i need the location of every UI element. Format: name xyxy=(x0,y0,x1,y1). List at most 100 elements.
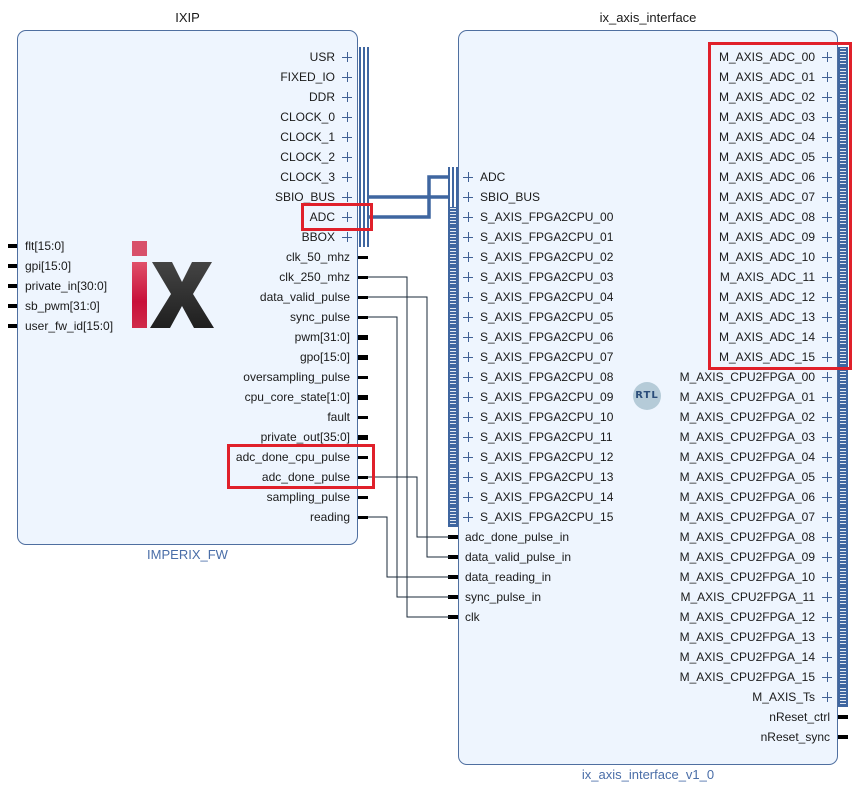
axis-pin-m-axis-cpu2fpga-15[interactable]: M_AXIS_CPU2FPGA_15 xyxy=(679,670,815,684)
axis-pin-s-axis-fpga2cpu-13[interactable]: S_AXIS_FPGA2CPU_13 xyxy=(480,470,614,484)
plus-icon[interactable] xyxy=(822,72,832,82)
axis-pin-s-axis-fpga2cpu-02[interactable]: S_AXIS_FPGA2CPU_02 xyxy=(480,250,614,264)
axis-pin-m-axis-adc-11[interactable]: M_AXIS_ADC_11 xyxy=(719,270,815,284)
ixip-pin-gpi-15-0[interactable]: gpi[15:0] xyxy=(25,259,72,273)
pin-stub[interactable] xyxy=(358,416,368,419)
bus-connector-icon[interactable] xyxy=(838,507,848,527)
axis-pin-m-axis-cpu2fpga-02[interactable]: M_AXIS_CPU2FPGA_02 xyxy=(679,410,815,424)
ixip-pin-sbio-bus[interactable]: SBIO_BUS xyxy=(274,190,335,204)
ixip-pin-flt-15-0[interactable]: flt[15:0] xyxy=(25,239,65,253)
bus-connector-icon[interactable] xyxy=(448,387,458,407)
pin-stub[interactable] xyxy=(358,516,368,519)
plus-icon[interactable] xyxy=(822,192,832,202)
axis-pin-m-axis-cpu2fpga-09[interactable]: M_AXIS_CPU2FPGA_09 xyxy=(679,550,815,564)
bus-connector-icon[interactable] xyxy=(838,307,848,327)
axis-pin-m-axis-cpu2fpga-05[interactable]: M_AXIS_CPU2FPGA_05 xyxy=(679,470,815,484)
ixip-pin-data-valid-pulse[interactable]: data_valid_pulse xyxy=(259,290,350,304)
plus-icon[interactable] xyxy=(463,352,473,362)
pin-stub[interactable] xyxy=(448,575,458,579)
pin-stub[interactable] xyxy=(358,355,368,360)
ixip-pin-clk-50-mhz[interactable]: clk_50_mhz xyxy=(285,250,350,264)
bus-connector-icon[interactable] xyxy=(359,67,369,87)
axis-pin-s-axis-fpga2cpu-14[interactable]: S_AXIS_FPGA2CPU_14 xyxy=(480,490,614,504)
plus-icon[interactable] xyxy=(463,492,473,502)
bus-connector-icon[interactable] xyxy=(359,87,369,107)
pin-stub[interactable] xyxy=(838,735,848,739)
plus-icon[interactable] xyxy=(342,72,352,82)
ixip-pin-ddr[interactable]: DDR xyxy=(309,90,335,104)
bus-connector-icon[interactable] xyxy=(838,527,848,547)
plus-icon[interactable] xyxy=(822,632,832,642)
bus-connector-icon[interactable] xyxy=(448,367,458,387)
bus-connector-icon[interactable] xyxy=(448,227,458,247)
bus-connector-icon[interactable] xyxy=(359,127,369,147)
bus-connector-icon[interactable] xyxy=(838,467,848,487)
plus-icon[interactable] xyxy=(822,532,832,542)
plus-icon[interactable] xyxy=(342,52,352,62)
bus-connector-icon[interactable] xyxy=(448,507,458,527)
bus-connector-icon[interactable] xyxy=(838,647,848,667)
bus-connector-icon[interactable] xyxy=(838,547,848,567)
plus-icon[interactable] xyxy=(822,212,832,222)
plus-icon[interactable] xyxy=(822,232,832,242)
plus-icon[interactable] xyxy=(822,292,832,302)
bus-connector-icon[interactable] xyxy=(359,147,369,167)
axis-pin-s-axis-fpga2cpu-10[interactable]: S_AXIS_FPGA2CPU_10 xyxy=(480,410,614,424)
axis-pin-m-axis-adc-04[interactable]: M_AXIS_ADC_04 xyxy=(718,130,815,144)
pin-stub[interactable] xyxy=(448,615,458,619)
plus-icon[interactable] xyxy=(342,112,352,122)
ixip-pin-clock-2[interactable]: CLOCK_2 xyxy=(280,150,335,164)
axis-pin-sbio-bus[interactable]: SBIO_BUS xyxy=(480,190,541,204)
bus-connector-icon[interactable] xyxy=(448,267,458,287)
plus-icon[interactable] xyxy=(342,192,352,202)
bus-connector-icon[interactable] xyxy=(838,347,848,367)
pin-stub[interactable] xyxy=(8,244,17,248)
plus-icon[interactable] xyxy=(342,132,352,142)
axis-pin-adc-done-pulse-in[interactable]: adc_done_pulse_in xyxy=(465,530,570,544)
bus-connector-icon[interactable] xyxy=(838,147,848,167)
axis-pin-m-axis-adc-00[interactable]: M_AXIS_ADC_00 xyxy=(718,50,815,64)
bus-connector-icon[interactable] xyxy=(359,167,369,187)
plus-icon[interactable] xyxy=(463,512,473,522)
plus-icon[interactable] xyxy=(822,332,832,342)
bus-connector-icon[interactable] xyxy=(838,567,848,587)
bus-connector-icon[interactable] xyxy=(359,207,369,227)
axis-pin-m-axis-adc-14[interactable]: M_AXIS_ADC_14 xyxy=(718,330,815,344)
axis-pin-m-axis-adc-15[interactable]: M_AXIS_ADC_15 xyxy=(718,350,815,364)
axis-pin-nreset-ctrl[interactable]: nReset_ctrl xyxy=(769,710,830,724)
axis-pin-adc[interactable]: ADC xyxy=(480,170,506,184)
bus-connector-icon[interactable] xyxy=(838,87,848,107)
axis-pin-m-axis-adc-02[interactable]: M_AXIS_ADC_02 xyxy=(718,90,815,104)
ixip-pin-clock-0[interactable]: CLOCK_0 xyxy=(280,110,335,124)
plus-icon[interactable] xyxy=(822,112,832,122)
axis-pin-s-axis-fpga2cpu-00[interactable]: S_AXIS_FPGA2CPU_00 xyxy=(480,210,614,224)
pin-stub[interactable] xyxy=(358,496,368,499)
plus-icon[interactable] xyxy=(463,332,473,342)
plus-icon[interactable] xyxy=(822,252,832,262)
ixip-pin-clk-250-mhz[interactable]: clk_250_mhz xyxy=(279,270,350,284)
plus-icon[interactable] xyxy=(822,132,832,142)
axis-pin-m-axis-ts[interactable]: M_AXIS_Ts xyxy=(752,690,815,704)
bus-connector-icon[interactable] xyxy=(838,447,848,467)
bus-wire-adc[interactable] xyxy=(368,175,450,219)
bus-connector-icon[interactable] xyxy=(838,607,848,627)
plus-icon[interactable] xyxy=(463,172,473,182)
axis-pin-s-axis-fpga2cpu-08[interactable]: S_AXIS_FPGA2CPU_08 xyxy=(480,370,614,384)
plus-icon[interactable] xyxy=(822,552,832,562)
ixip-pin-sampling-pulse[interactable]: sampling_pulse xyxy=(266,490,350,504)
bus-connector-icon[interactable] xyxy=(448,247,458,267)
bus-connector-icon[interactable] xyxy=(448,307,458,327)
plus-icon[interactable] xyxy=(822,372,832,382)
pin-stub[interactable] xyxy=(8,324,17,328)
pin-stub[interactable] xyxy=(358,256,368,259)
axis-pin-s-axis-fpga2cpu-07[interactable]: S_AXIS_FPGA2CPU_07 xyxy=(480,350,614,364)
bus-connector-icon[interactable] xyxy=(448,167,458,187)
axis-pin-m-axis-adc-08[interactable]: M_AXIS_ADC_08 xyxy=(718,210,815,224)
plus-icon[interactable] xyxy=(822,352,832,362)
axis-pin-nreset-sync[interactable]: nReset_sync xyxy=(760,730,830,744)
pin-stub[interactable] xyxy=(358,276,368,279)
bus-connector-icon[interactable] xyxy=(448,327,458,347)
bus-connector-icon[interactable] xyxy=(359,227,369,247)
axis-pin-s-axis-fpga2cpu-15[interactable]: S_AXIS_FPGA2CPU_15 xyxy=(480,510,614,524)
axis-pin-s-axis-fpga2cpu-05[interactable]: S_AXIS_FPGA2CPU_05 xyxy=(480,310,614,324)
